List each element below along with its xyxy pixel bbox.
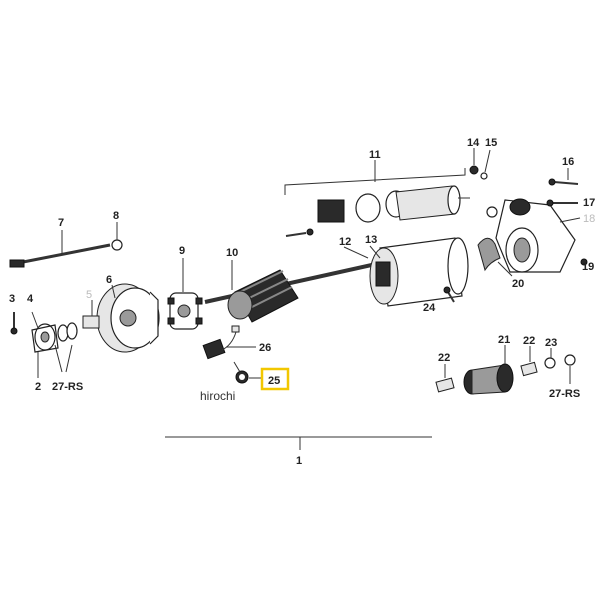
end-cover-part (96, 283, 160, 353)
label-16: 16 (562, 156, 574, 168)
label-10: 10 (226, 247, 238, 259)
brush-holder-part (167, 258, 203, 330)
label-19: 19 (582, 261, 594, 273)
terminal-nut-part (469, 148, 479, 175)
assembly-bracket (165, 436, 432, 450)
highlight-box-25 (260, 367, 290, 391)
label-24: 24 (423, 302, 436, 314)
drive-seal-part (564, 354, 576, 384)
label-17: 17 (583, 197, 595, 209)
label-22a: 22 (438, 352, 450, 364)
label-15: 15 (485, 137, 497, 149)
label-13: 13 (365, 234, 377, 246)
drive-bushing-rear-part (520, 346, 538, 377)
label-20: 20 (512, 278, 524, 290)
label-7: 7 (58, 217, 64, 229)
label-9: 9 (179, 245, 185, 257)
label-27-rs-right: 27-RS (549, 388, 580, 400)
watermark-text: hirochi (200, 389, 235, 403)
label-1: 1 (296, 455, 302, 467)
field-housing-part (343, 237, 469, 307)
lock-plate-part (31, 311, 39, 329)
shift-lever-part (477, 206, 513, 277)
callout-labels: 1 2 3 4 5 6 7 8 9 10 11 12 13 14 15 16 1… (9, 137, 595, 467)
end-cap-part (31, 323, 59, 378)
mounting-bolt-part (548, 168, 579, 186)
solenoid-group-part (284, 160, 470, 237)
housing-screw-part (443, 286, 455, 303)
label-22b: 22 (523, 335, 535, 347)
brush-spring-part (233, 361, 262, 384)
label-12: 12 (339, 236, 351, 248)
label-11: 11 (369, 149, 381, 161)
through-bolt-part (9, 230, 111, 268)
armature-part (204, 260, 386, 323)
drive-washer-part (544, 348, 556, 369)
label-23: 23 (545, 337, 557, 349)
label-27-rs-left: 27-RS (52, 381, 83, 393)
screw-part (10, 312, 18, 335)
label-21: 21 (498, 334, 510, 346)
brush-set-part (202, 325, 256, 360)
label-8: 8 (113, 210, 119, 222)
label-6: 6 (106, 274, 112, 286)
mounting-screw-part (546, 199, 578, 207)
drive-bushing-part (435, 364, 455, 393)
label-25: 25 (268, 375, 280, 387)
washer-part (111, 222, 123, 251)
label-18: 18 (583, 213, 595, 225)
label-4: 4 (27, 293, 34, 305)
label-3: 3 (9, 293, 15, 305)
bushing-part (82, 300, 100, 329)
label-14: 14 (467, 137, 480, 149)
label-2: 2 (35, 381, 41, 393)
pinion-drive-part (463, 345, 514, 395)
terminal-washer-part (480, 149, 491, 180)
seal-washers-part (54, 322, 78, 373)
label-26: 26 (259, 342, 271, 354)
label-5: 5 (86, 289, 92, 301)
drive-housing-part (495, 198, 588, 273)
